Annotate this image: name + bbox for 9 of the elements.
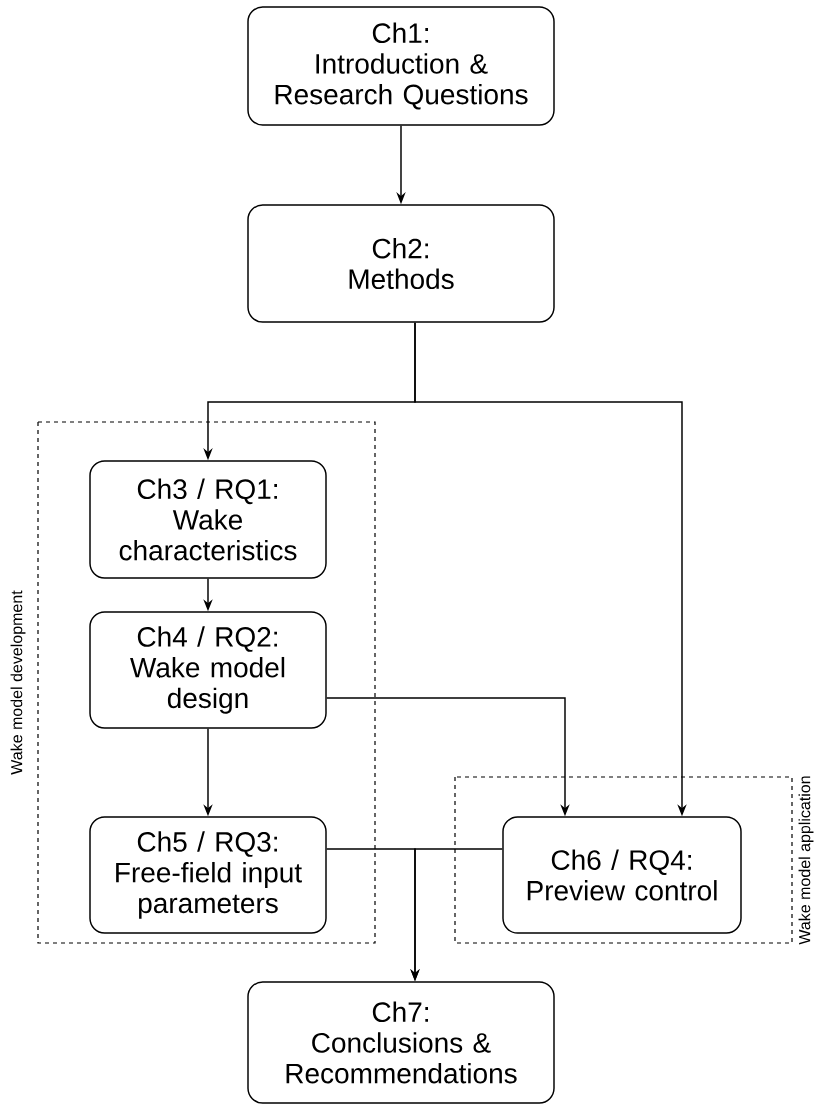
chapter-box: Ch6 / RQ4: Preview control xyxy=(502,816,742,934)
chapter-box: Ch1: Introduction & Research Questions xyxy=(247,6,555,126)
chapter-box: Ch5 / RQ3: Free-field input parameters xyxy=(89,816,327,934)
chapter-box: Ch3 / RQ1: Wake characteristics xyxy=(89,460,327,579)
chapter-box: Ch4 / RQ2: Wake model design xyxy=(89,611,327,729)
group-label: Wake model development xyxy=(10,590,26,775)
chapter-box: Ch2: Methods xyxy=(247,204,555,323)
chapter-box: Ch7: Conclusions & Recommendations xyxy=(247,981,555,1104)
group-label: Wake model application xyxy=(798,776,814,945)
